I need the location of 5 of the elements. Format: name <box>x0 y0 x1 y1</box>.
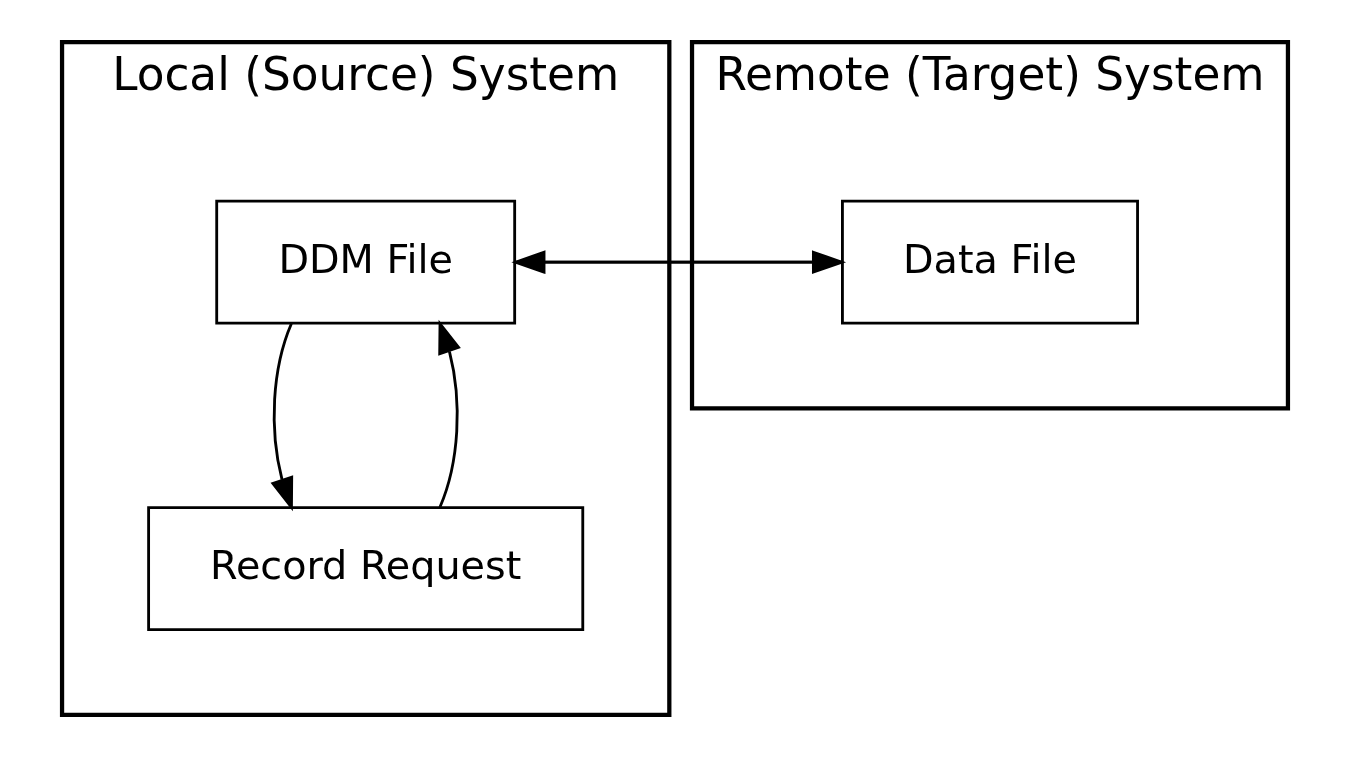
arrow <box>437 319 461 508</box>
node-box: Record Request <box>146 506 584 632</box>
arrow <box>270 323 293 512</box>
node-box: Data File <box>840 199 1139 325</box>
node-box: DDM File <box>214 199 516 325</box>
